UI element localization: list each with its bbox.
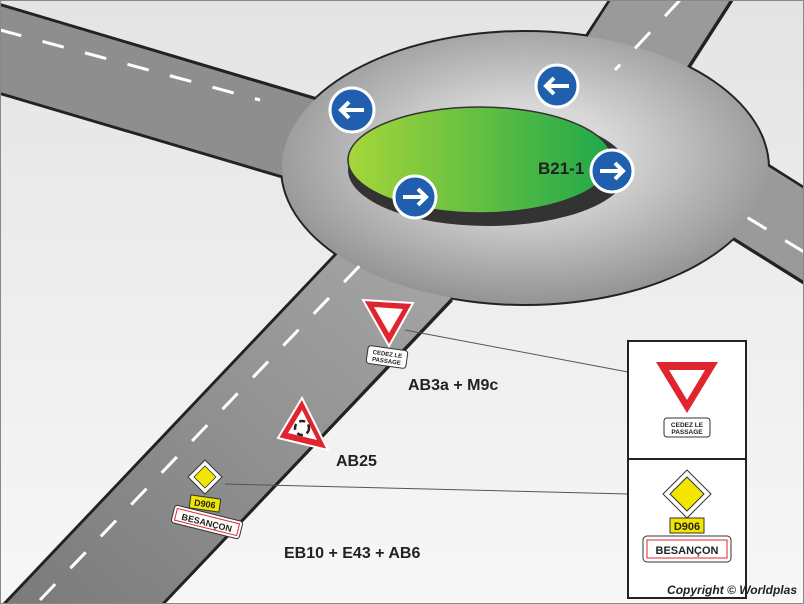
yield-plate-line1: CEDEZ LE — [372, 350, 402, 360]
priority-road-sign: D906 BESANÇON — [170, 459, 244, 540]
callout-town-name: BESANÇON — [656, 545, 719, 557]
keep-right-signs — [328, 63, 635, 220]
label-ab25: AB25 — [336, 453, 377, 470]
arrow-left-sign-icon — [328, 86, 376, 134]
top-left-road — [0, 6, 352, 189]
yield-sign-road: CEDEZ LE PASSAGE — [361, 298, 415, 369]
yield-plate-line2: PASSAGE — [372, 357, 401, 367]
main-road — [6, 221, 451, 604]
leader-lines — [224, 329, 629, 495]
road-number-plate: D906 — [194, 498, 217, 511]
arrow-right-sign-icon — [392, 174, 438, 220]
roundabout-warning-sign — [276, 395, 330, 452]
callout-yield-plate-line1: CEDEZ LE — [671, 422, 704, 429]
callout-box: CEDEZ LE PASSAGE D906 BESANÇON — [627, 340, 747, 599]
callout-yield-plate-line2: PASSAGE — [671, 429, 703, 436]
arrow-left-sign-icon — [534, 63, 580, 109]
label-eb10-e43-ab6: EB10 + E43 + AB6 — [284, 545, 420, 562]
label-b21-1: B21-1 — [538, 159, 584, 178]
arrow-right-sign-icon — [589, 148, 635, 194]
callout-road-number: D906 — [674, 521, 700, 533]
copyright-notice: Copyright © Worldplas — [667, 583, 797, 597]
label-ab3a-m9c: AB3a + M9c — [408, 377, 498, 394]
